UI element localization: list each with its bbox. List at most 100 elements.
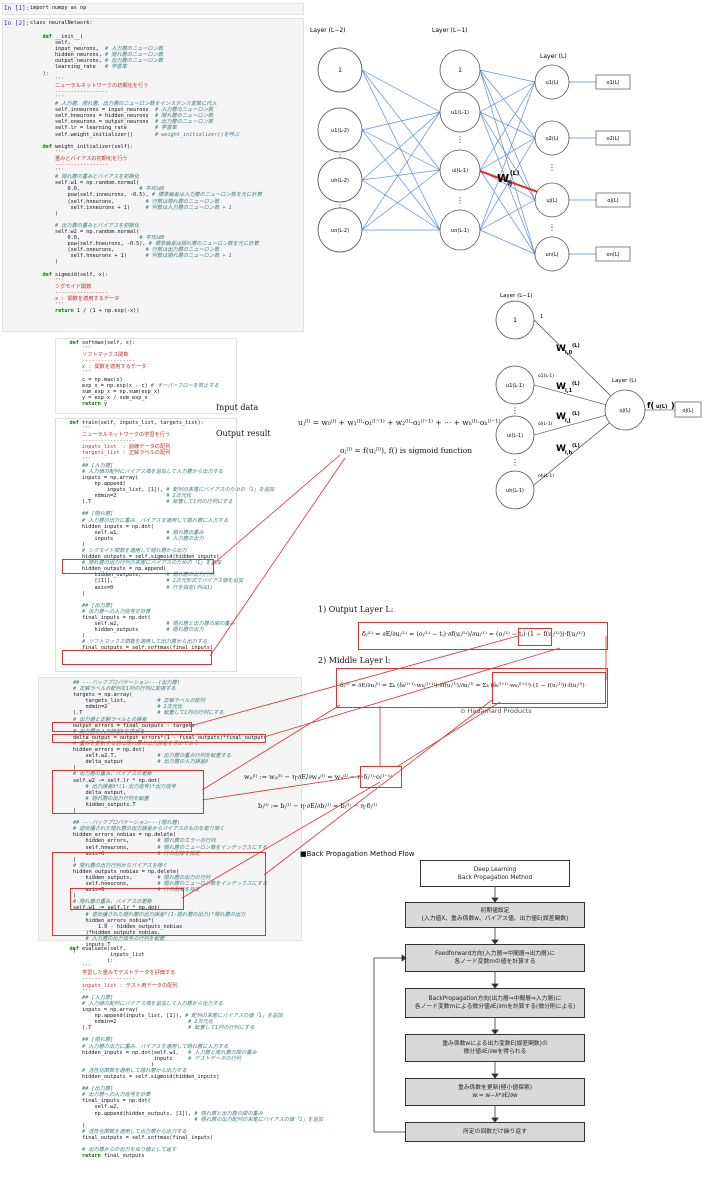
edge-l1-l: [479, 81, 536, 171]
flow-step-1: 初期値設定(入力値X、重み係数w、バイアス値、出力値E(誤差関数): [405, 902, 585, 928]
code-cell-2[interactable]: [2, 18, 304, 332]
formula-sigma: oⱼ⁽ˡ⁾ = f(uⱼ⁽ˡ⁾), f() is sigmoid functio…: [340, 446, 472, 455]
edge-l1-l: [479, 137, 536, 231]
edge-l1-l: [479, 81, 536, 231]
highlight-w1-update: [70, 888, 184, 910]
code-cell-1[interactable]: [2, 3, 304, 15]
single-w1-sup: (L): [572, 381, 580, 387]
single-w0-sub: i,0: [565, 350, 573, 356]
network-output-edges: [569, 81, 596, 255]
neural-network-diagram: Layer (L−2) Layer (L−1) Layer (L) 1 u1(L…: [310, 27, 631, 272]
code-cell-softmax[interactable]: [55, 338, 237, 414]
single-wi-sup: (L): [572, 411, 580, 417]
formula-box-delta-out: [358, 622, 608, 650]
edge-l1-l: [479, 229, 536, 255]
dots-l2-a: ⋮: [336, 153, 344, 162]
input-data-label: Input data: [216, 403, 259, 412]
weight-label-sup: (L): [510, 170, 520, 177]
single-f-label: f(: [647, 401, 654, 410]
code-cell-backprop[interactable]: [38, 677, 302, 941]
edge-l2-l1: [361, 111, 441, 231]
single-node-uj: [604, 389, 646, 431]
highlight-sigmoid: [62, 559, 214, 574]
cell-code-class: class neuralNetwork:: [30, 20, 93, 26]
flow-step5-line1: 重み係数を更新(極小値探索): [457, 1085, 533, 1091]
node-u1-l1: [439, 91, 481, 133]
single-oi-label: oi(L-1): [538, 421, 553, 427]
single-wh-sub: i,h: [565, 450, 573, 456]
node-uj-l-label: uj(L): [546, 198, 557, 204]
single-wi-sub: i,j: [565, 418, 571, 424]
output-layer-label: 1) Output Layer L:: [318, 605, 394, 614]
single-w0-label: W: [556, 344, 566, 354]
code-block-backprop: ## ---バックプロパゲーション---(出力層) # 正解ラベルの配列を1列の…: [72, 680, 268, 955]
dots-l2-b: ⋮: [336, 203, 344, 212]
single-wh-label: W: [556, 444, 566, 454]
node-uh-l2-label: uh(L-2): [331, 178, 349, 184]
edge-l1-l: [479, 137, 536, 171]
node-uj-l: [534, 182, 570, 218]
hadamard-text: Hadamard Products: [467, 707, 532, 715]
node-ui-l1: [439, 149, 481, 191]
node-u2-l: [534, 120, 570, 156]
hadamard-label: ⊙ Hadamard Products: [460, 707, 532, 715]
node-un-l2-label: un(L-2): [331, 228, 349, 234]
output-box-o2: [595, 130, 631, 146]
highlight-w2-update: [52, 770, 204, 814]
flow-step2-line1: Feedforward方向(入力層⇒中間層⇒出力層)に: [435, 951, 555, 957]
layer-l-label: Layer (L): [540, 53, 567, 60]
cell-prompt-2: In [2]:: [4, 20, 30, 27]
single-node-uj-label: uj(L): [619, 408, 630, 414]
code-block-evaluate: def evaluate(self, inputs_list ): ''' 学習…: [57, 946, 324, 1160]
node-u1-l-label: u1(L): [545, 80, 558, 86]
flow-step4-line1: 重み係数wによる出力変数E(誤差関数)の: [442, 1041, 548, 1047]
node-un-l1-label: un(L-1): [451, 228, 469, 234]
node-bias-l1: [439, 49, 481, 91]
flow-step-2: Feedforward方向(入力層⇒中間層⇒出力層)に各ノード変数mの値を計算す…: [405, 944, 585, 972]
single-node-u1: [495, 365, 535, 405]
hadamard-icon: ⊙: [460, 707, 468, 715]
bp-flow-title: ■Back Propagation Method Flow: [300, 850, 415, 858]
edge-l2-l1: [361, 129, 441, 231]
code-cell-train[interactable]: [55, 418, 237, 672]
edge-l2-l1: [361, 111, 441, 131]
highlight-hidden-block: [52, 852, 266, 936]
flow-step3-line1: BackPropagation方向(出力層⇒中間層⇒入力層)に: [428, 996, 562, 1002]
node-bias-l2-label: 1: [338, 67, 342, 74]
output-box-oj: [595, 192, 631, 208]
cell-prompt-1: In [1]:: [4, 5, 30, 12]
single-oh-label: oh(L-1): [538, 473, 554, 479]
formula-delta-mid: δⱼ⁽ˡ⁾ = ∂E/∂uⱼ⁽ˡ⁾ = Σₖ (δₖ⁽ˡ⁺¹⁾·wₖⱼ⁽ˡ⁺¹⁾…: [340, 683, 585, 689]
single-w0-sup: (L): [572, 343, 580, 349]
formula-b-update: bⱼ⁽ˡ⁾ := bⱼ⁽ˡ⁾ − η·∂E/∂bⱼ⁽ˡ⁾ = bⱼ⁽ˡ⁾ − η…: [258, 802, 378, 810]
single-f-close: ): [671, 401, 675, 410]
dots-l-b: ⋮: [548, 223, 556, 232]
flow-step-5: 重み係数を更新(極小値探索)w:= w−λ*∂E/∂w: [405, 1078, 585, 1106]
single-node-ui-label: ui(L-1): [507, 433, 523, 439]
dots-l1-b: ⋮: [456, 196, 464, 205]
edge-l1-l: [479, 111, 536, 139]
edge-l2-l1: [361, 129, 441, 171]
flow-step3-line2: 各ノード変数mによる微分値∂E/∂mを計算する(微分則による): [414, 1004, 576, 1010]
single-w1-sub: i,1: [565, 388, 573, 394]
edge-l2-l1: [361, 69, 441, 113]
flow-title-line1: Deep Learning: [473, 866, 517, 873]
edge-l1-l: [479, 169, 536, 255]
edge-l1-l: [479, 69, 536, 139]
flow-title-line2: Back Propagation Method: [457, 874, 533, 881]
node-ui-l1-label: ui(L-1): [452, 168, 468, 174]
single-node-uh: [495, 470, 535, 510]
dots-l1-a: ⋮: [456, 135, 464, 144]
node-bias-l1-label: 1: [458, 67, 462, 74]
single-node-bias-label: 1: [513, 317, 517, 324]
single-wh-sup: (L): [572, 443, 580, 449]
edge-l2-l1: [361, 169, 441, 181]
edge-l1-l: [479, 69, 536, 83]
edge-l2-l1: [361, 179, 441, 231]
node-u1-l2: [317, 107, 363, 153]
weight-label-sub: ij: [508, 180, 512, 187]
single-neuron-diagram: Layer (L−1) Layer (L) 1 1 u1(L-1) o1(L-1…: [495, 293, 702, 510]
dots-l-a: ⋮: [548, 163, 556, 172]
formula-box-delta-mid: [336, 668, 608, 708]
